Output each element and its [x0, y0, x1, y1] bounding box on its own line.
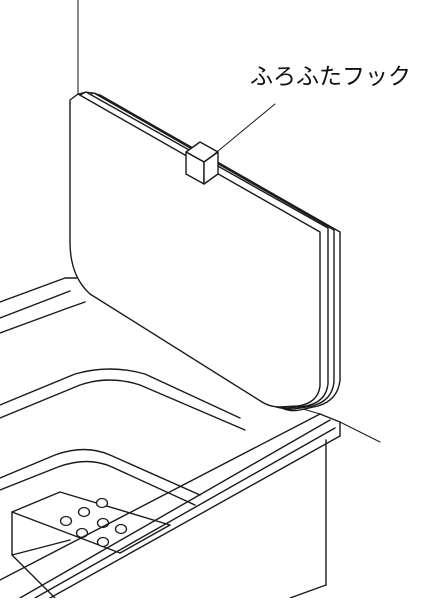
tub-rim-left: [0, 277, 86, 334]
lid-hook: [185, 141, 219, 185]
tub-right-wall: [289, 407, 381, 599]
tub-rim-front: [0, 413, 341, 599]
lid-hook-callout-label: ふろふたフック: [250, 64, 411, 90]
hole: [114, 523, 128, 535]
callout-leader-line: [211, 103, 276, 157]
hole: [95, 497, 109, 509]
tub-step: [0, 448, 201, 506]
drain-holes: [59, 497, 128, 548]
bath-lid-stack: [69, 91, 341, 412]
hole: [59, 515, 73, 527]
perforated-panel: [11, 491, 171, 599]
tub-basin: [0, 368, 246, 431]
hole: [96, 536, 110, 548]
hole: [77, 506, 91, 518]
